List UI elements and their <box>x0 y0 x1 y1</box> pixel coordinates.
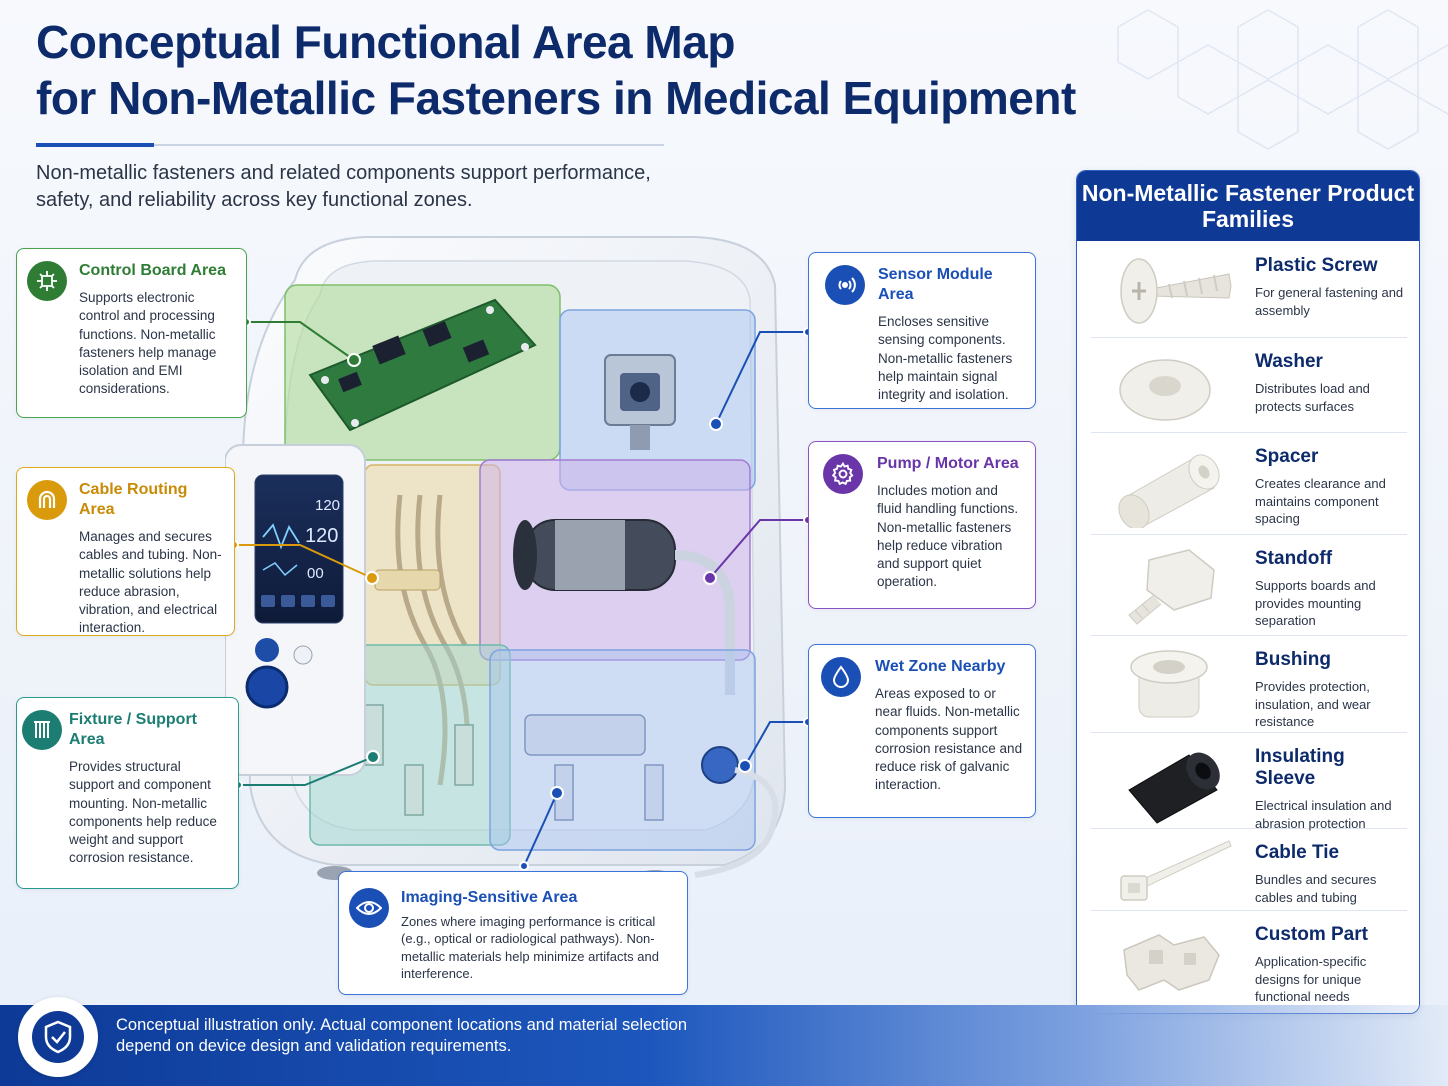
screen-reading-mid: 120 <box>305 525 338 547</box>
support-posts <box>364 704 474 816</box>
bushing-icon <box>1130 650 1208 718</box>
family-description: Creates clearance and maintains componen… <box>1255 476 1386 527</box>
cable-tie-icon <box>1120 840 1232 901</box>
family-item: Standoff Supports boards and provides mo… <box>1091 534 1407 636</box>
family-item: Washer Distributes load and protects sur… <box>1091 337 1407 433</box>
insulating-sleeve-icon <box>1128 752 1220 824</box>
callout-cable-routing: Cable Routing Area Manages and secures c… <box>16 467 235 636</box>
callout-fixture-support: Fixture / Support Area Provides structur… <box>16 697 239 889</box>
family-name: Plastic Screw <box>1255 255 1378 276</box>
power-button <box>255 638 279 662</box>
pump-motor <box>513 519 735 695</box>
callout-title: Wet Zone Nearby <box>875 658 1006 675</box>
circuit-chip-icon <box>27 261 67 301</box>
circuit-board <box>308 298 537 432</box>
family-item: Custom Part Application-specific designs… <box>1091 910 1407 1010</box>
family-description: Supports boards and provides mounting se… <box>1255 578 1376 629</box>
family-name: Custom Part <box>1255 924 1368 945</box>
callout-title: Sensor Module Area <box>878 266 993 303</box>
family-description: Application-specific designs for unique … <box>1255 954 1367 1005</box>
family-name: Bushing <box>1255 649 1331 670</box>
page-title: Conceptual Functional Area Map for Non-M… <box>36 16 1076 124</box>
callout-pump-motor: Pump / Motor Area Includes motion and fl… <box>808 441 1036 609</box>
callout-description: Supports electronic control and processi… <box>79 290 217 397</box>
family-name: Insulating Sleeve <box>1255 746 1345 789</box>
family-item: Spacer Creates clearance and maintains c… <box>1091 432 1407 535</box>
family-description: Electrical insulation and abrasion prote… <box>1255 798 1392 831</box>
eye-icon <box>349 888 389 928</box>
control-knob <box>245 665 289 709</box>
custom-part-icon <box>1123 934 1220 991</box>
gear-icon <box>823 454 863 494</box>
medical-device-illustration: 120 120 00 <box>225 236 787 884</box>
callout-description: Manages and secures cables and tubing. N… <box>79 529 222 636</box>
callout-sensor-module: Sensor Module Area Encloses sensitive se… <box>808 252 1036 409</box>
callout-description: Provides structural support and componen… <box>69 759 217 866</box>
family-description: Bundles and secures cables and tubing <box>1255 872 1377 905</box>
callout-title: Imaging-Sensitive Area <box>401 889 578 906</box>
cable-loop-icon <box>27 480 67 520</box>
plastic-screw-icon <box>1120 258 1232 324</box>
sensor-module <box>604 354 676 450</box>
callout-imaging-sensitive: Imaging-Sensitive Area Zones where imagi… <box>338 871 688 995</box>
water-drop-icon <box>821 657 861 697</box>
signal-waves-icon <box>825 265 865 305</box>
callout-title: Cable Routing Area <box>79 481 188 518</box>
standoff-icon <box>1128 549 1215 625</box>
footer-banner: Conceptual illustration only. Actual com… <box>0 997 1448 1086</box>
family-item: Bushing Provides protection, insulation,… <box>1091 635 1407 733</box>
hexagon-pattern <box>1117 9 1448 150</box>
support-frame-icon <box>22 710 62 750</box>
callout-title: Control Board Area <box>79 262 226 279</box>
title-divider <box>36 143 664 147</box>
shield-check-icon <box>18 997 98 1077</box>
callout-description: Areas exposed to or near fluids. Non-met… <box>875 686 1023 793</box>
product-families-heading: Non-Metallic Fastener Product Families <box>1077 171 1419 241</box>
family-description: Provides protection, insulation, and wea… <box>1255 679 1371 730</box>
family-name: Spacer <box>1255 446 1319 467</box>
callout-wet-zone: Wet Zone Nearby Areas exposed to or near… <box>808 644 1036 818</box>
callout-description: Includes motion and fluid handling funct… <box>877 483 1019 590</box>
product-families-panel: Non-Metallic Fastener Product Families P… <box>1076 170 1420 1014</box>
callout-control-board: Control Board Area Supports electronic c… <box>16 248 247 418</box>
screen-reading-top: 120 <box>315 497 340 514</box>
screen-reading-low: 00 <box>307 565 324 582</box>
family-description: Distributes load and protects surfaces <box>1255 381 1370 414</box>
callout-description: Encloses sensitive sensing components. N… <box>878 314 1013 403</box>
family-item: Plastic Screw For general fastening and … <box>1091 241 1407 338</box>
callout-description: Zones where imaging performance is criti… <box>401 914 659 981</box>
callout-title: Fixture / Support Area <box>69 711 197 748</box>
family-item: Cable Tie Bundles and secures cables and… <box>1091 828 1407 911</box>
spacer-icon <box>1118 454 1220 528</box>
intro-text: Non-metallic fasteners and related compo… <box>36 162 651 211</box>
family-item: Insulating Sleeve Electrical insulation … <box>1091 732 1407 831</box>
family-name: Standoff <box>1255 548 1333 569</box>
family-description: For general fastening and assembly <box>1255 285 1404 318</box>
footer-note: Conceptual illustration only. Actual com… <box>116 1016 688 1055</box>
family-name: Washer <box>1255 351 1323 372</box>
callout-title: Pump / Motor Area <box>877 455 1019 472</box>
family-name: Cable Tie <box>1255 842 1340 863</box>
washer-icon <box>1119 359 1211 421</box>
